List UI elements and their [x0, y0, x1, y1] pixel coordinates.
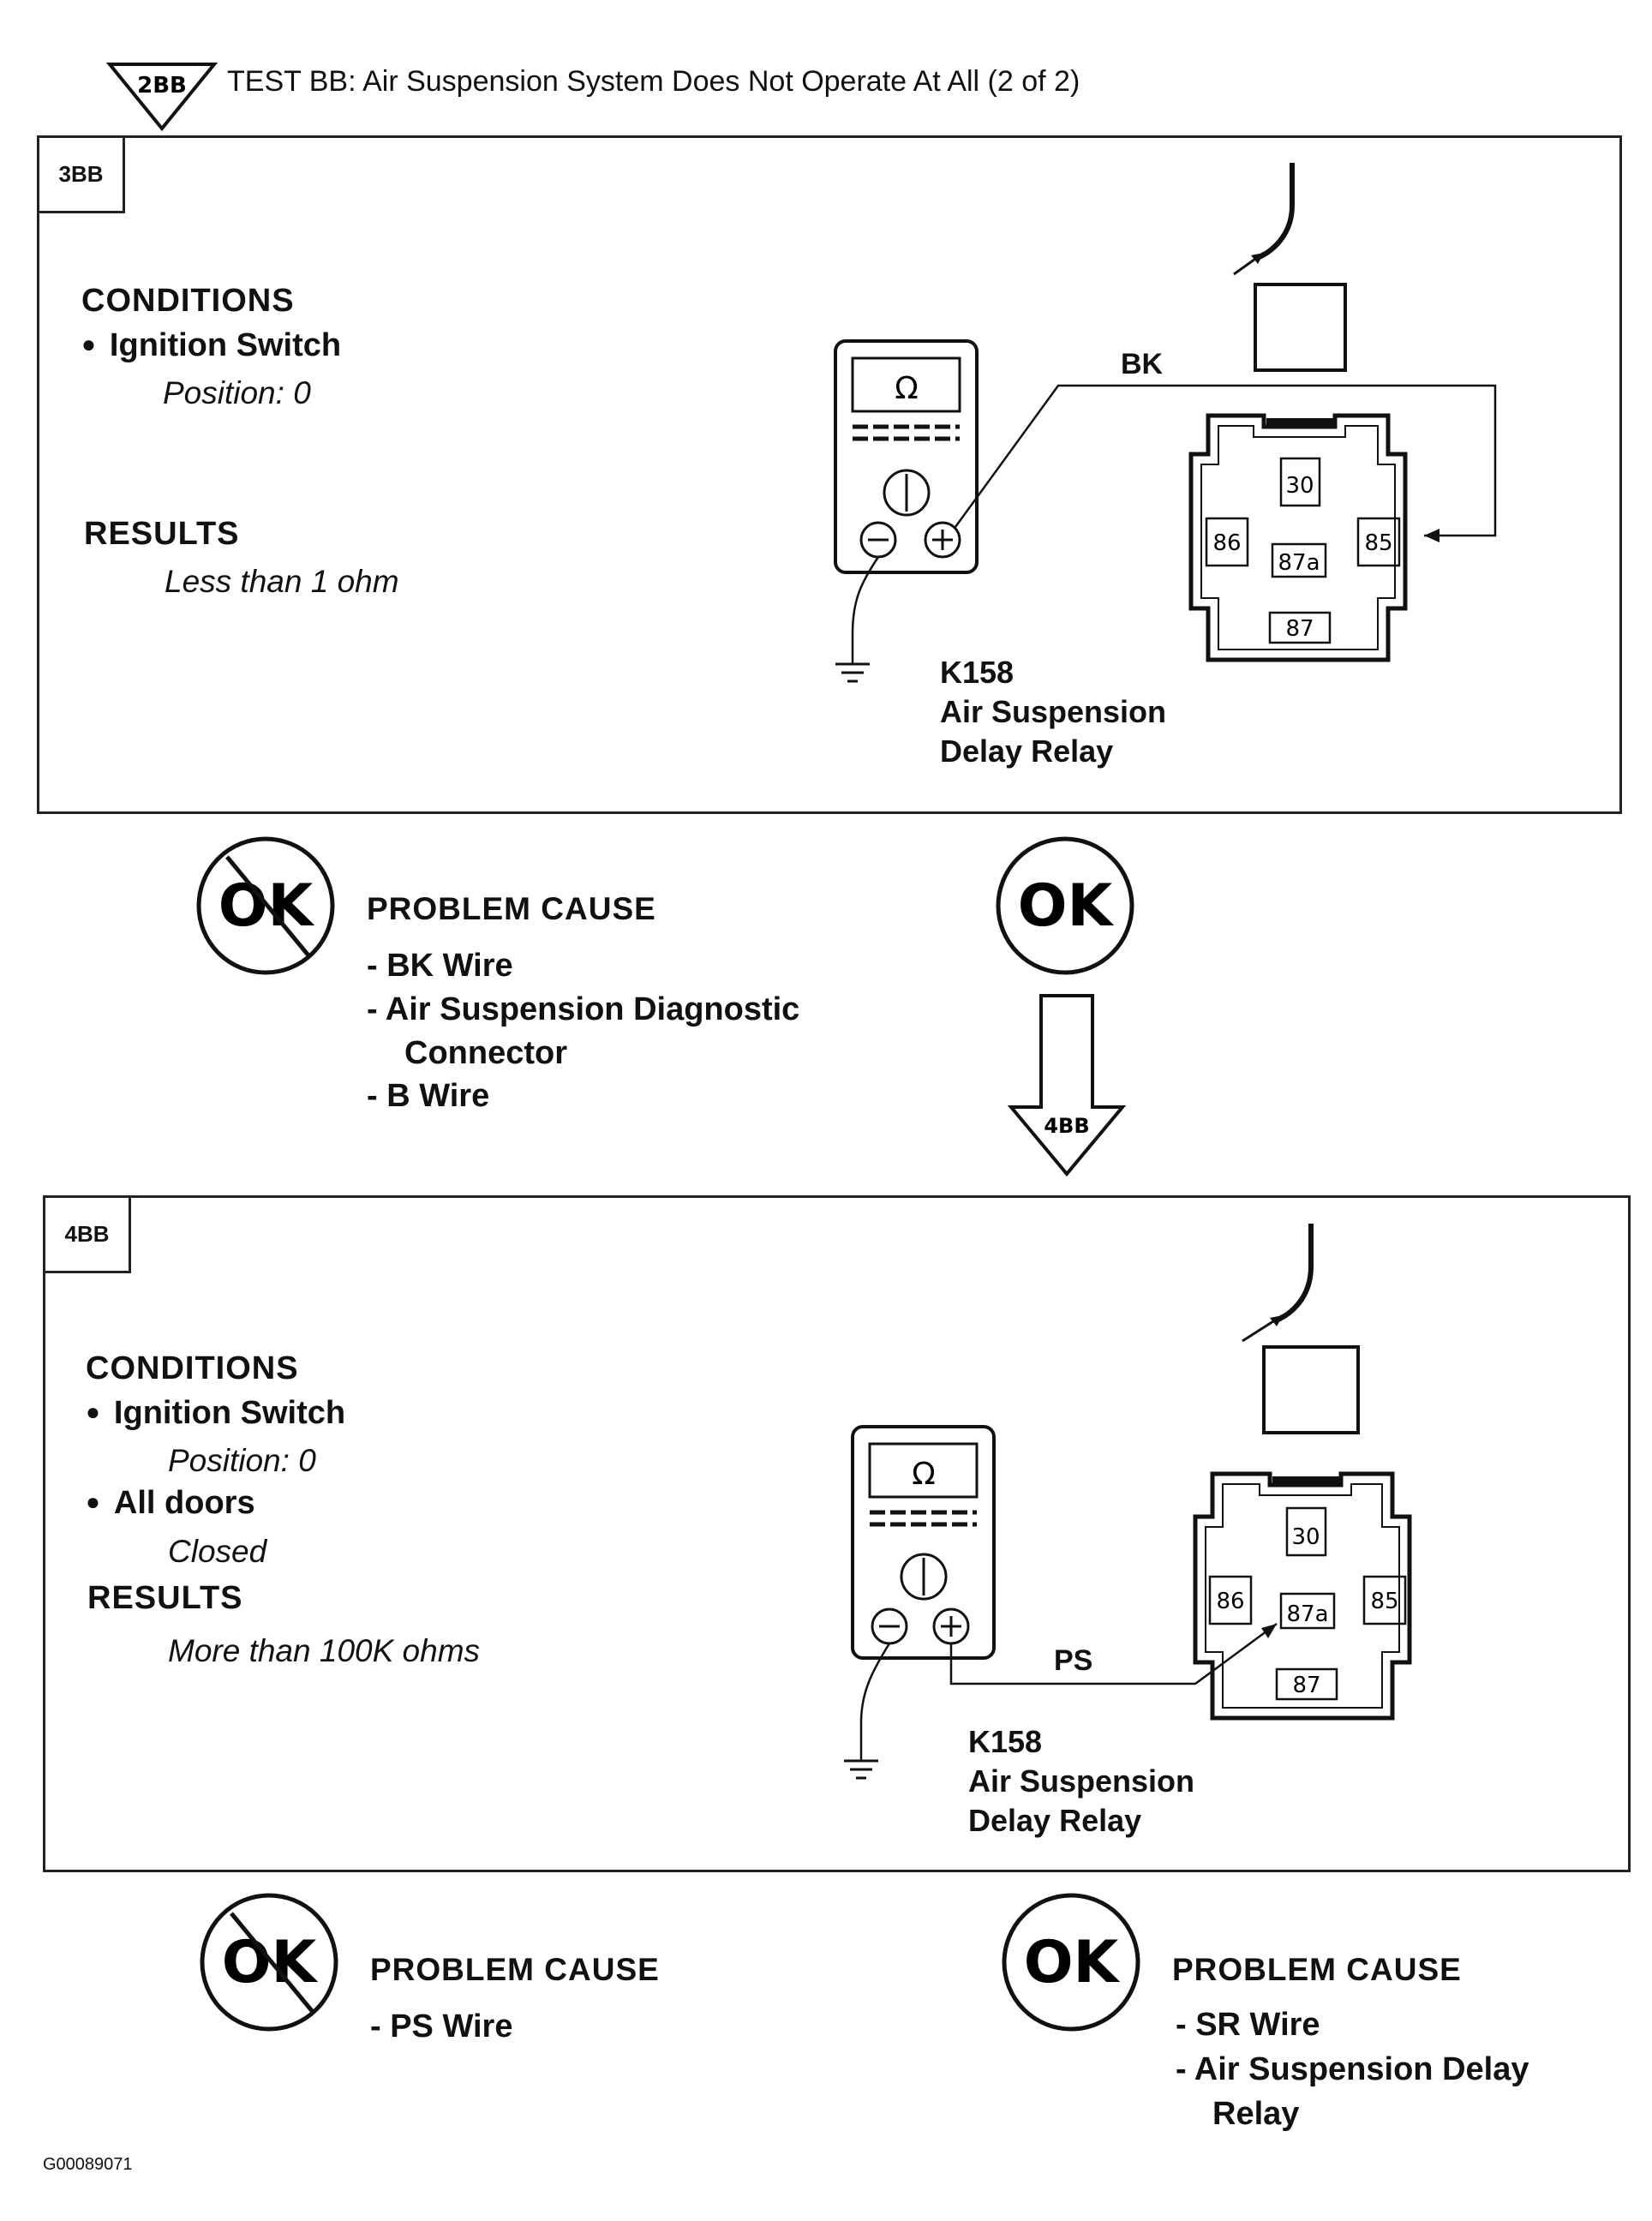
component-id-4bb: K158	[968, 1724, 1043, 1759]
cause-sr-wire: - SR Wire	[1176, 2007, 1320, 2043]
condition-ignition-4bb: Ignition Switch	[86, 1395, 345, 1432]
ground-probe-4bb	[844, 1643, 891, 1780]
bk-wire-3bb	[954, 384, 1497, 542]
pin-30-3bb: 30	[1285, 473, 1314, 499]
pin-30-4bb: 30	[1291, 1524, 1320, 1550]
ok-symbol-3bb: OK	[996, 836, 1134, 975]
conditions-heading-4bb: CONDITIONS	[86, 1350, 299, 1386]
relay-4bb: 30 86 87a 85 87	[1193, 1224, 1412, 1721]
header-step-marker: 2BB	[105, 63, 218, 132]
multimeter-3bb: Ω	[834, 339, 979, 574]
component-name-3bb-line2: Delay Relay	[940, 733, 1114, 769]
condition-position-4bb: Position: 0	[168, 1443, 316, 1478]
pin-87a-4bb: 87a	[1286, 1601, 1328, 1627]
condition-ignition-3bb: Ignition Switch	[81, 327, 341, 364]
problem-cause-heading-4bb-notok: PROBLEM CAUSE	[370, 1952, 660, 1987]
multimeter-4bb: Ω	[851, 1425, 996, 1660]
figure-id: G00089071	[43, 2155, 133, 2174]
pin-87a-3bb: 87a	[1278, 550, 1320, 576]
pin-87-3bb: 87	[1285, 616, 1314, 642]
pin-86-4bb: 86	[1216, 1589, 1244, 1614]
results-heading-3bb: RESULTS	[84, 516, 240, 552]
relay-3bb: 30 86 87a 85 87	[1188, 163, 1408, 662]
cause-delay-relay-cont: Relay	[1212, 2096, 1300, 2132]
problem-cause-heading-4bb-ok: PROBLEM CAUSE	[1172, 1952, 1462, 1987]
pin-85-4bb: 85	[1370, 1589, 1398, 1614]
result-value-3bb: Less than 1 ohm	[165, 564, 399, 599]
cause-bk-wire: - BK Wire	[367, 948, 513, 984]
cause-diagnostic-connector: - Air Suspension Diagnostic	[367, 991, 800, 1027]
cause-delay-relay: - Air Suspension Delay	[1176, 2051, 1529, 2087]
condition-doors-4bb: All doors	[86, 1485, 255, 1522]
test-panel-3bb: 3BB	[37, 135, 1622, 814]
ps-wire-4bb	[949, 1622, 1278, 1685]
results-heading-4bb: RESULTS	[87, 1580, 243, 1616]
next-step-label: 4BB	[1044, 1114, 1089, 1138]
not-ok-symbol-3bb: OK	[196, 836, 335, 975]
problem-cause-heading-3bb: PROBLEM CAUSE	[367, 891, 656, 926]
component-id-3bb: K158	[940, 655, 1015, 690]
header-marker-text: 2BB	[137, 73, 187, 99]
not-ok-symbol-4bb: OK	[200, 1893, 338, 2032]
step-tab-4bb: 4BB	[45, 1198, 131, 1273]
component-name-4bb-line2: Delay Relay	[968, 1803, 1142, 1838]
pin-86-3bb: 86	[1212, 530, 1241, 556]
pin-87-4bb: 87	[1292, 1673, 1320, 1698]
next-step-arrow: 4BB	[1007, 994, 1127, 1177]
ohm-symbol-3bb: Ω	[895, 371, 919, 406]
ok-symbol-4bb: OK	[1002, 1893, 1140, 2032]
component-name-3bb-line1: Air Suspension	[940, 694, 1167, 729]
cause-diagnostic-connector-cont: Connector	[404, 1035, 567, 1071]
condition-doors-closed-4bb: Closed	[168, 1534, 267, 1569]
wire-label-bk: BK	[1121, 348, 1164, 380]
test-panel-4bb: 4BB	[43, 1195, 1631, 1872]
conditions-heading-3bb: CONDITIONS	[81, 283, 295, 319]
ground-probe-3bb	[835, 556, 880, 683]
page-title: TEST BB: Air Suspension System Does Not …	[227, 65, 1080, 98]
component-name-4bb-line1: Air Suspension	[968, 1763, 1195, 1799]
ohm-symbol-4bb: Ω	[912, 1457, 936, 1492]
cause-b-wire: - B Wire	[367, 1078, 490, 1114]
cause-ps-wire: - PS Wire	[370, 2008, 513, 2044]
ok-text-4bb: OK	[1024, 1929, 1121, 1997]
result-value-4bb: More than 100K ohms	[168, 1633, 481, 1668]
wire-label-ps: PS	[1054, 1644, 1093, 1677]
condition-position-3bb: Position: 0	[163, 375, 311, 410]
pin-85-3bb: 85	[1364, 530, 1392, 556]
ok-text-3bb: OK	[1018, 872, 1115, 940]
step-tab-3bb: 3BB	[39, 138, 125, 213]
